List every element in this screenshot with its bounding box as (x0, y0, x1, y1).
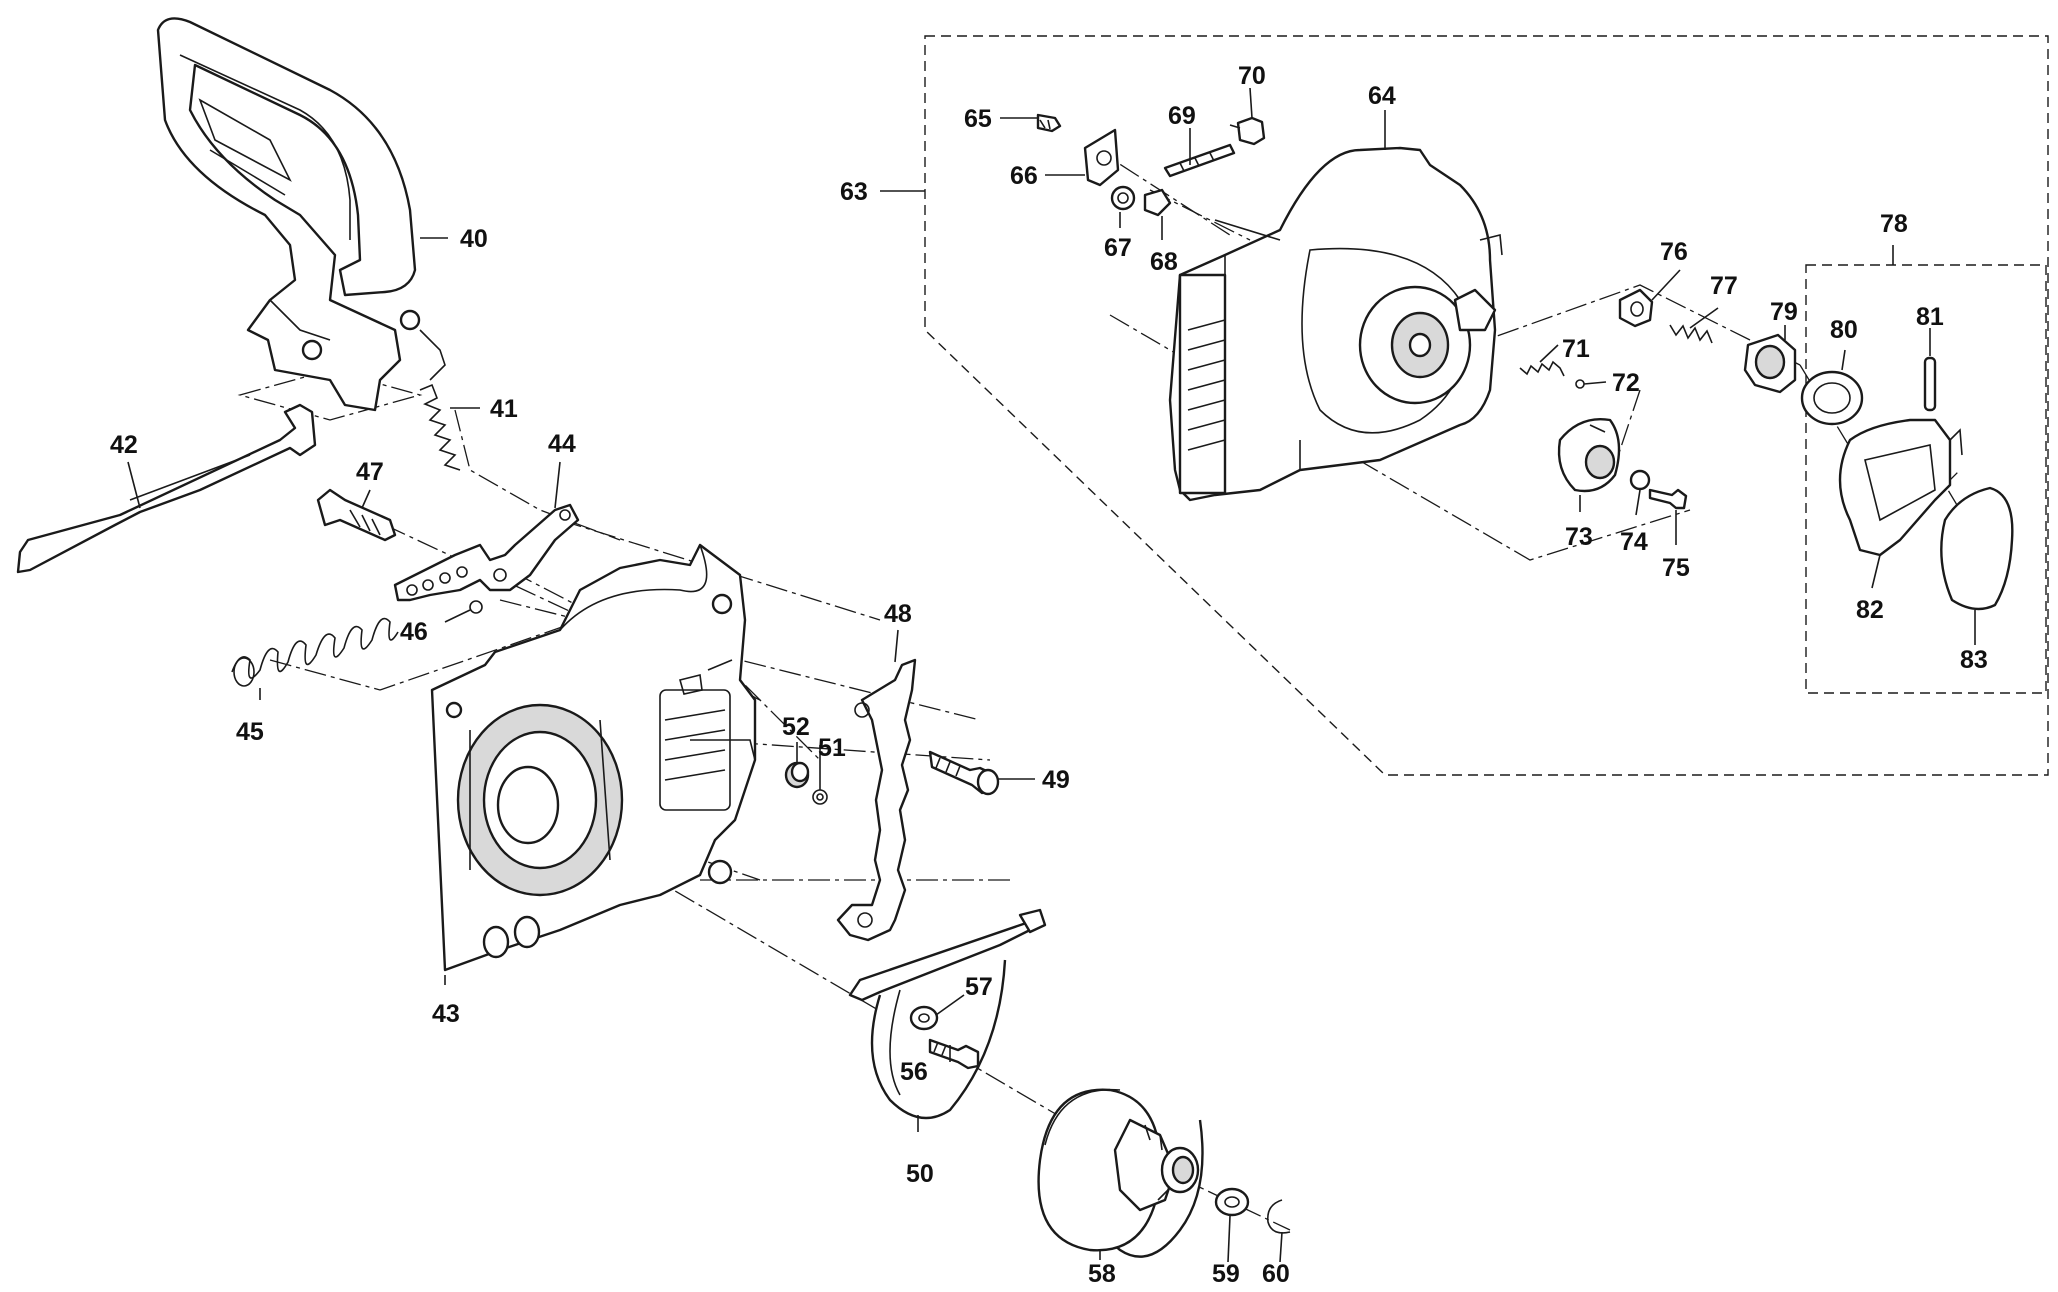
callout-77: 77 (1710, 272, 1738, 300)
part-57-washer (909, 1005, 939, 1031)
group-63-boundary (924, 35, 2049, 776)
callout-44: 44 (548, 430, 576, 458)
part-56-screw (928, 1038, 980, 1070)
callout-41: 41 (490, 395, 518, 423)
part-75-screw (1648, 488, 1688, 510)
part-69-adjust-screw (1163, 143, 1236, 178)
part-79-cap (1743, 333, 1797, 394)
callout-52: 52 (782, 713, 810, 741)
callout-76: 76 (1660, 238, 1688, 266)
part-65-screw (1036, 113, 1062, 133)
callout-59: 59 (1212, 1260, 1240, 1288)
part-60-eclip (1266, 1199, 1291, 1234)
callout-40: 40 (460, 225, 488, 253)
part-46-circlip (469, 600, 483, 614)
callout-67: 67 (1104, 234, 1132, 262)
part-51-clip (812, 789, 828, 805)
callout-69: 69 (1168, 102, 1196, 130)
part-59-washer (1214, 1187, 1250, 1217)
callout-45: 45 (236, 718, 264, 746)
callout-68: 68 (1150, 248, 1178, 276)
part-71-spring (1519, 360, 1565, 377)
part-68-bushing (1143, 188, 1172, 217)
part-64-sprocket-cover (1168, 146, 1503, 502)
part-45-coil-spring (231, 617, 399, 687)
part-40-hand-guard (156, 17, 446, 412)
leader-lines (127, 87, 1976, 1263)
callout-83: 83 (1960, 646, 1988, 674)
callout-79: 79 (1770, 298, 1798, 326)
callout-70: 70 (1238, 62, 1266, 90)
part-48-plate (836, 658, 917, 942)
callout-81: 81 (1916, 303, 1944, 331)
callout-80: 80 (1830, 316, 1858, 344)
part-47-bolt (316, 488, 397, 542)
part-70-nut (1229, 116, 1266, 146)
callout-49: 49 (1042, 766, 1070, 794)
part-44-link-lever (393, 503, 580, 602)
part-81-pin (1923, 356, 1937, 412)
callout-78: 78 (1880, 210, 1908, 238)
part-42-rod (16, 403, 317, 574)
part-52-sleeve (784, 761, 810, 789)
callout-51: 51 (818, 734, 846, 762)
part-83-cap (1940, 486, 2014, 611)
callout-82: 82 (1856, 596, 1884, 624)
part-82-housing (1838, 418, 1963, 557)
part-77-spring (1669, 324, 1713, 344)
part-50-brake-band (848, 908, 1047, 1120)
part-58-clutch-drum (1037, 1088, 1204, 1258)
callout-64: 64 (1368, 82, 1396, 110)
callout-57: 57 (965, 973, 993, 1001)
part-73-knob (1557, 418, 1621, 493)
callout-66: 66 (1010, 162, 1038, 190)
callout-71: 71 (1562, 335, 1590, 363)
callout-60: 60 (1262, 1260, 1290, 1288)
part-43-side-housing (430, 543, 757, 972)
callout-63: 63 (840, 178, 868, 206)
callout-72: 72 (1612, 369, 1640, 397)
callout-46: 46 (400, 618, 428, 646)
callout-47: 47 (356, 458, 384, 486)
callout-73: 73 (1565, 523, 1593, 551)
part-67-gear (1110, 185, 1136, 211)
callout-65: 65 (964, 105, 992, 133)
callout-42: 42 (110, 431, 138, 459)
callout-50: 50 (906, 1160, 934, 1188)
callout-75: 75 (1662, 554, 1690, 582)
part-66-bracket (1083, 128, 1120, 187)
callout-labels: 40 41 42 43 44 45 46 47 48 49 50 51 52 5… (110, 62, 1988, 1288)
part-80-washer (1800, 370, 1864, 426)
part-76-nut (1618, 288, 1654, 328)
callout-58: 58 (1088, 1260, 1116, 1288)
part-49-screw (928, 750, 1000, 796)
callout-48: 48 (884, 600, 912, 628)
group-78-boundary (1805, 264, 2047, 694)
callout-74: 74 (1620, 528, 1648, 556)
part-72-ball (1575, 379, 1585, 389)
part-74-washer (1629, 469, 1651, 491)
callout-43: 43 (432, 1000, 460, 1028)
part-41-spring (419, 383, 461, 471)
callout-56: 56 (900, 1058, 928, 1086)
